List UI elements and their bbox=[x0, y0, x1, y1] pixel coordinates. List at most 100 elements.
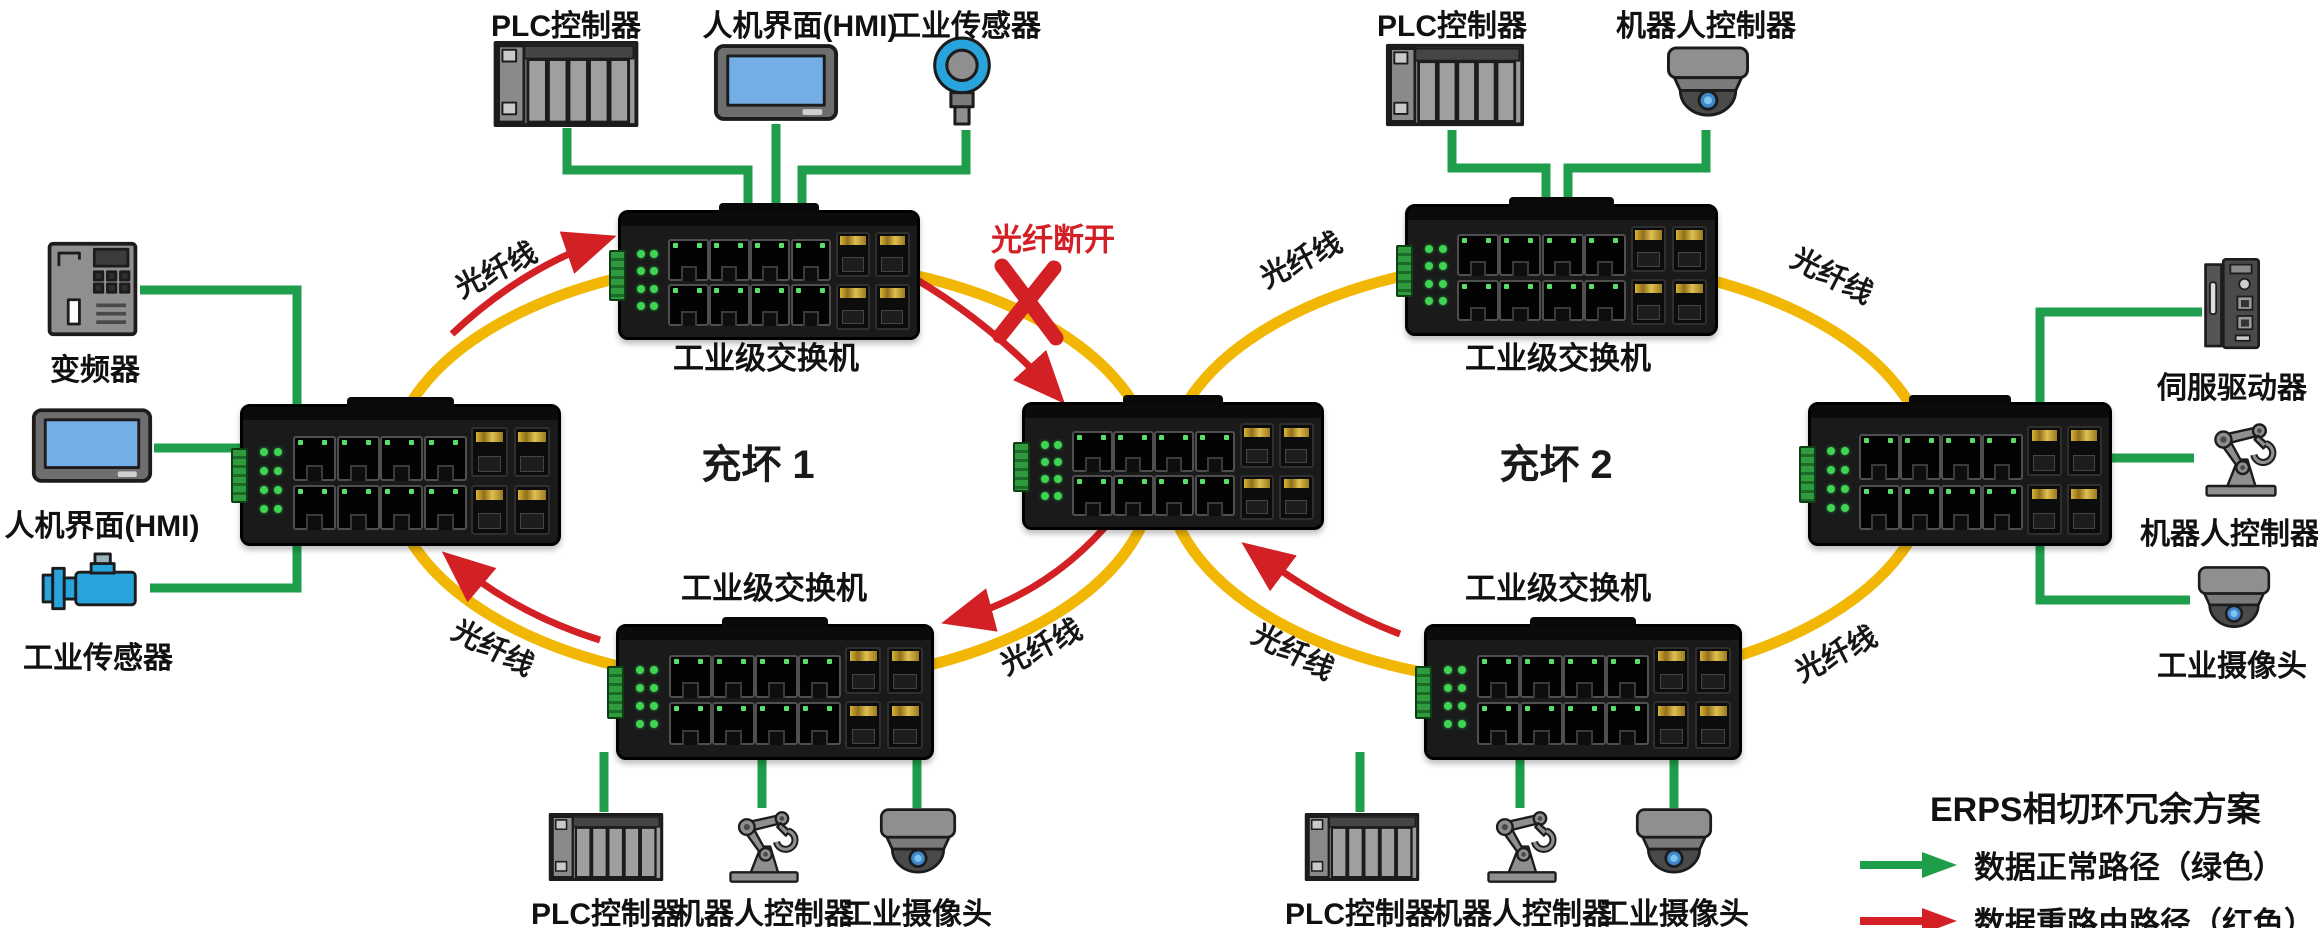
led-indicator bbox=[636, 249, 645, 258]
led-indicator bbox=[1840, 485, 1849, 494]
reroute-path-arrows bbox=[441, 231, 1402, 644]
rj45-port-block bbox=[668, 232, 832, 330]
status-leds bbox=[1441, 661, 1469, 734]
reroute-arrow-ring1-bottomright bbox=[941, 511, 1119, 632]
switch-top-handle bbox=[718, 203, 820, 215]
switch-top-lid bbox=[1427, 627, 1739, 640]
sfp-port bbox=[2027, 484, 2062, 535]
rj45-port bbox=[1562, 701, 1606, 745]
sensor-top-left-label: 工业传感器 bbox=[891, 10, 1041, 43]
plc-bottom-1 bbox=[548, 810, 664, 884]
rj45-port-row bbox=[1858, 434, 2023, 481]
fiber-break-label: 光纤断开 bbox=[991, 222, 1115, 258]
plc-bottom-2-label: PLC控制器 bbox=[1285, 898, 1435, 928]
link-vfd-left bbox=[140, 285, 302, 406]
plc-top-right-label: PLC控制器 bbox=[1377, 10, 1527, 43]
led-indicator bbox=[636, 665, 645, 674]
legend-item-label: 数据重路由路径（红色） bbox=[1974, 906, 2315, 928]
rj45-port-block bbox=[668, 647, 841, 750]
sfp-port bbox=[471, 427, 508, 478]
sfp-port bbox=[513, 427, 551, 478]
link-plc-top-left bbox=[562, 128, 753, 214]
led-indicator bbox=[650, 284, 659, 293]
switch-right bbox=[1799, 395, 2112, 546]
rj45-port bbox=[1072, 475, 1113, 516]
camera-top-right-label: 机器人控制器 bbox=[1616, 10, 1796, 43]
rj45-port bbox=[336, 435, 380, 481]
rj45-port bbox=[1940, 484, 1982, 531]
robot-icon bbox=[729, 811, 799, 883]
sfp-port bbox=[1279, 474, 1314, 520]
rj45-port bbox=[336, 485, 380, 531]
rj45-port-block bbox=[1457, 226, 1626, 326]
vfd-left bbox=[45, 240, 140, 338]
hmi-icon bbox=[31, 408, 153, 483]
rj45-port-row bbox=[668, 654, 841, 698]
camera-icon bbox=[1666, 46, 1750, 117]
camera-top-right bbox=[1652, 44, 1764, 128]
led-indicator bbox=[1840, 465, 1849, 474]
rj45-port bbox=[1541, 233, 1584, 276]
led-indicator bbox=[1444, 665, 1453, 674]
led-indicator bbox=[1054, 492, 1063, 501]
led-indicator bbox=[1827, 465, 1836, 474]
rj45-port bbox=[1476, 701, 1520, 745]
rj45-port bbox=[1194, 431, 1236, 472]
rj45-port bbox=[1457, 279, 1500, 322]
switch-top-2-label: 工业级交换机 bbox=[1465, 341, 1651, 376]
rj45-port bbox=[1562, 654, 1606, 698]
sfp-port bbox=[835, 283, 871, 330]
rj45-port bbox=[1940, 434, 1982, 481]
sfp-port bbox=[513, 484, 551, 535]
rj45-port bbox=[1541, 279, 1584, 322]
rj45-port bbox=[293, 485, 337, 531]
rj45-port bbox=[1583, 233, 1626, 276]
rj45-port bbox=[1519, 654, 1563, 698]
switch-top-2 bbox=[1396, 197, 1718, 336]
camera-bottom-1-label: 工业摄像头 bbox=[842, 898, 992, 928]
led-indicator bbox=[1827, 485, 1836, 494]
led-indicator bbox=[1827, 446, 1836, 455]
led-indicator bbox=[1424, 262, 1433, 271]
legend-title: ERPS相切环冗余方案 bbox=[1930, 791, 2261, 829]
rj45-port bbox=[1605, 654, 1649, 698]
rj45-port bbox=[1583, 279, 1626, 322]
plc-icon bbox=[1304, 812, 1420, 882]
rj45-port bbox=[1899, 434, 1941, 481]
switch-top-handle bbox=[1909, 395, 2011, 407]
switch-top-lid bbox=[621, 213, 917, 226]
legend: ERPS相切环冗余方案 数据正常路径（绿色） 数据重路由路径（红色） bbox=[1860, 782, 2316, 928]
sfp-port bbox=[886, 701, 924, 750]
sfp-port-block bbox=[471, 427, 551, 535]
sfp-port bbox=[845, 701, 882, 750]
camera-bottom-2-label: 工业摄像头 bbox=[1599, 898, 1749, 928]
rj45-port bbox=[1981, 434, 2023, 481]
rj45-port bbox=[1153, 431, 1195, 472]
sfp-port bbox=[1279, 423, 1314, 469]
rj45-port bbox=[709, 239, 750, 281]
rj45-port bbox=[423, 485, 467, 531]
rj45-port bbox=[668, 284, 709, 326]
rj45-port-row bbox=[1457, 233, 1626, 276]
link-plc-top-right bbox=[1447, 130, 1551, 208]
led-indicator bbox=[1040, 441, 1049, 450]
switch-top-handle bbox=[721, 617, 829, 629]
led-indicator bbox=[650, 720, 659, 729]
led-indicator bbox=[1444, 702, 1453, 711]
sfp-port-block bbox=[845, 646, 924, 750]
led-indicator bbox=[650, 301, 659, 310]
led-indicator bbox=[1840, 504, 1849, 513]
switch-left bbox=[231, 397, 561, 546]
rj45-port bbox=[380, 435, 424, 481]
rj45-port bbox=[1153, 475, 1195, 516]
led-indicator bbox=[274, 485, 283, 494]
status-leds bbox=[634, 245, 661, 314]
ring-1-label: 充坏 1 bbox=[701, 443, 815, 487]
rj45-port-row bbox=[1457, 279, 1626, 322]
switch-center bbox=[1013, 395, 1324, 530]
sfp-port-block bbox=[1630, 225, 1708, 326]
rj45-port bbox=[711, 701, 755, 745]
rj45-port bbox=[1858, 484, 1900, 531]
terminal-block bbox=[1396, 244, 1413, 297]
led-indicator bbox=[636, 720, 645, 729]
